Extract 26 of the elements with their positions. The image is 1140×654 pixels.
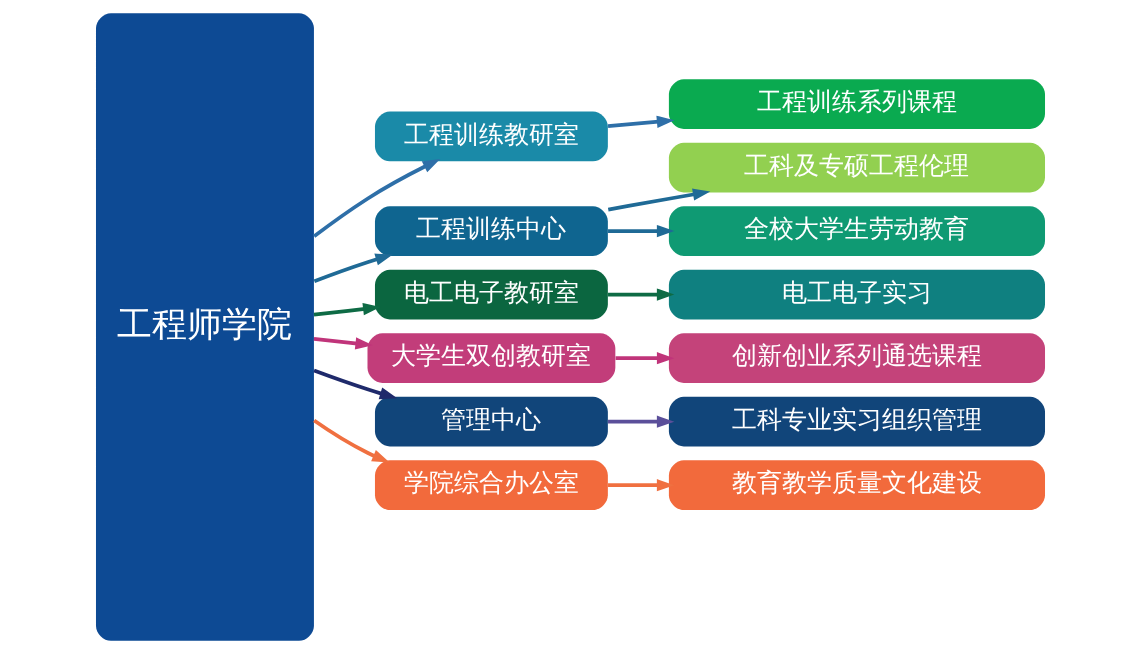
arrow [607, 479, 674, 492]
arrow [607, 188, 710, 212]
arrow [312, 158, 440, 238]
node-box: 教育教学质量文化建设 [668, 460, 1045, 511]
node-box: 工科专业实习组织管理 [668, 396, 1045, 447]
node-box: 电工电子教研室 [374, 269, 608, 320]
node-box: 创新创业系列通选课程 [668, 333, 1045, 384]
arrow [607, 115, 674, 129]
node-box: 学院综合办公室 [374, 460, 608, 511]
arrow [312, 419, 390, 463]
node-box: 大学生双创教研室 [367, 333, 615, 384]
node-box: 工科及专硕工程伦理 [668, 142, 1045, 193]
node-box: 电工电子实习 [668, 269, 1045, 320]
arrow [313, 253, 393, 284]
node-box: 工程训练系列课程 [668, 79, 1045, 129]
arrow [607, 288, 674, 301]
arrow [607, 224, 674, 238]
node-box: 工程训练中心 [374, 206, 608, 256]
arrow [615, 352, 674, 365]
node-box: 工程师学院 [95, 13, 314, 641]
arrow [313, 336, 373, 350]
arrow [607, 415, 674, 428]
node-box: 工程训练教研室 [374, 111, 608, 162]
node-box: 全校大学生劳动教育 [668, 206, 1045, 256]
arrow [312, 368, 397, 400]
node-box: 管理中心 [374, 396, 608, 447]
